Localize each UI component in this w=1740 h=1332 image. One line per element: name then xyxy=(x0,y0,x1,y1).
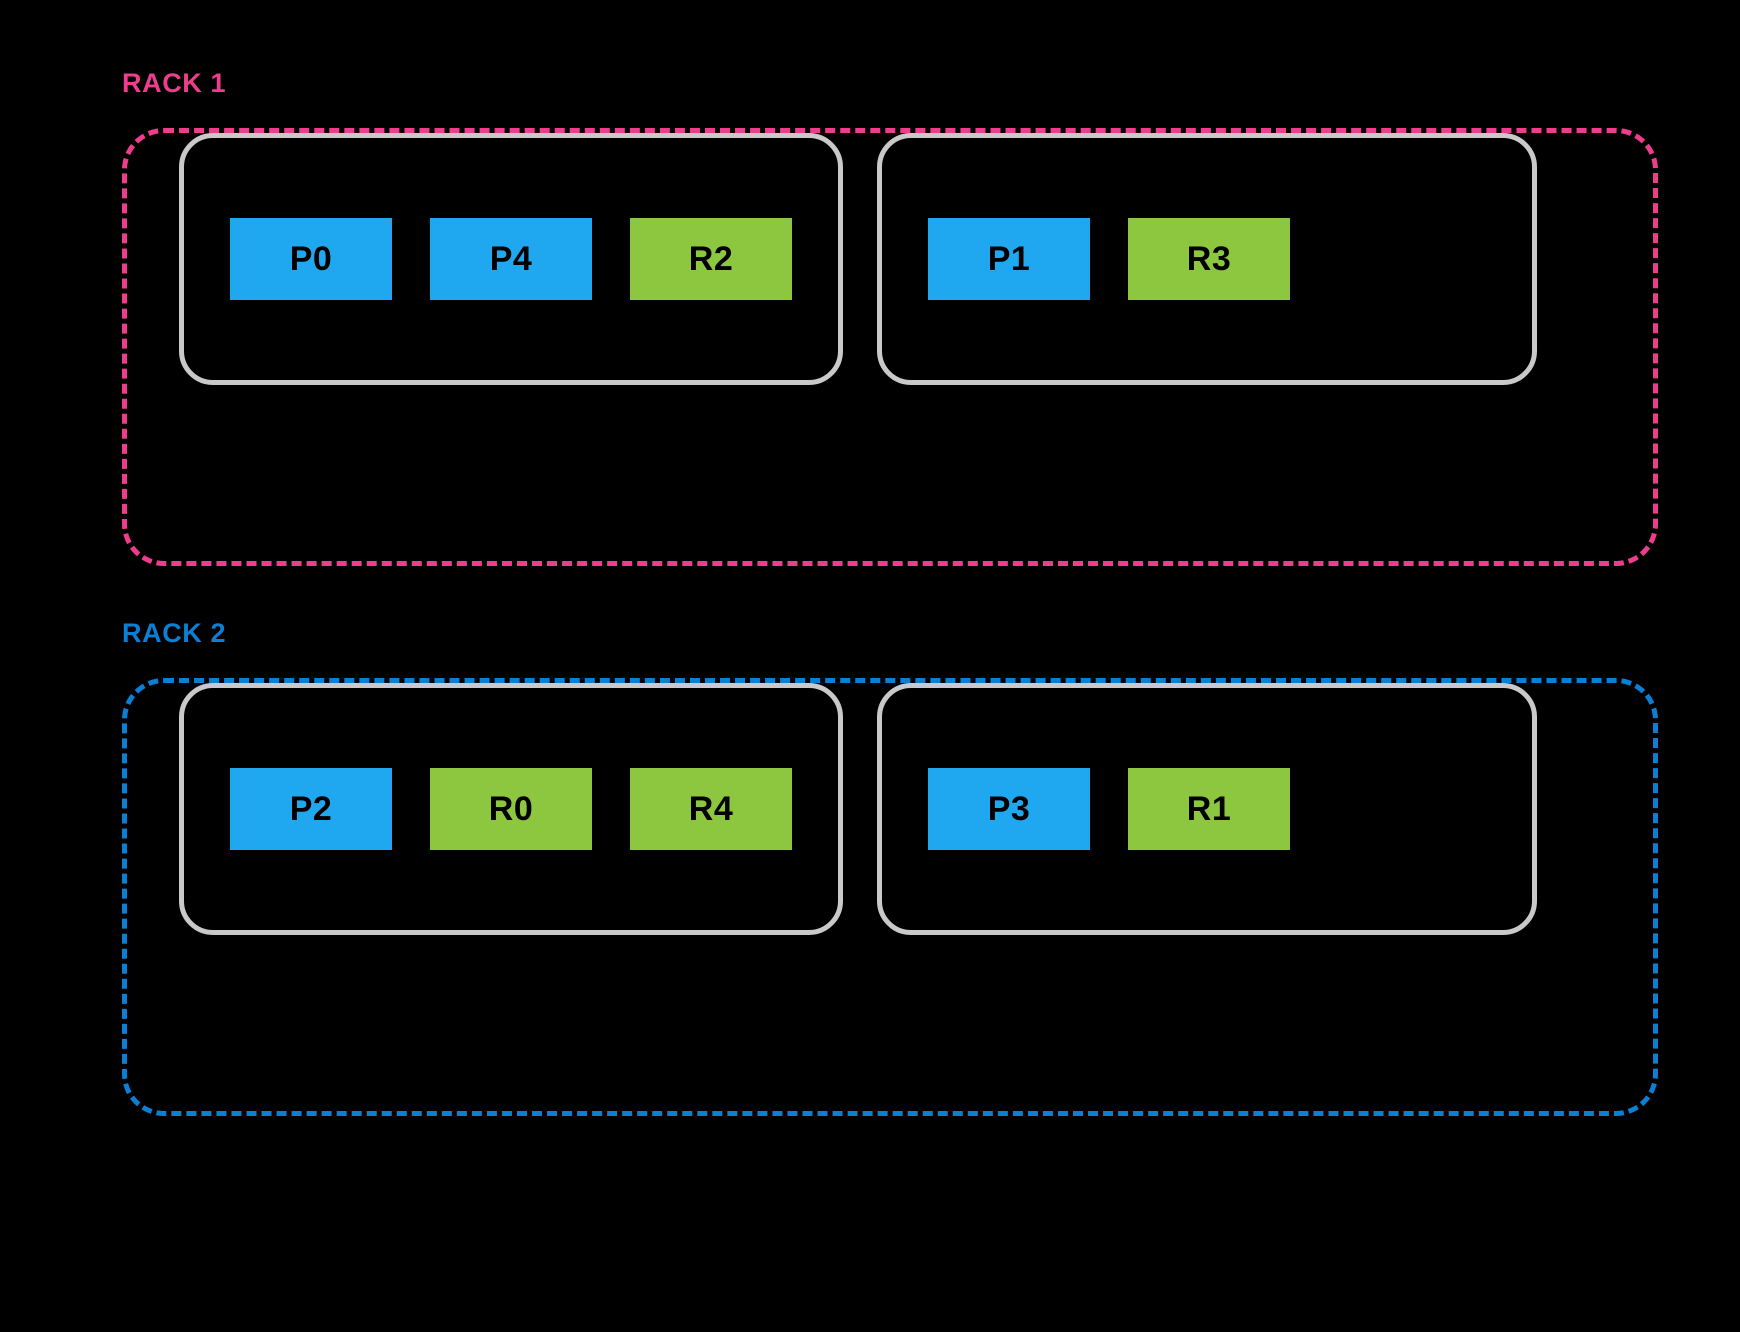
rack-label-1: RACK 1 xyxy=(122,68,227,98)
rack-group-2: RACK 2 P2 R0 R4 P3 R1 xyxy=(122,620,1658,1116)
broker-2-2: P3 R1 xyxy=(877,683,1537,935)
chip-label: R3 xyxy=(1186,239,1232,278)
chip-p2: P2 xyxy=(230,768,392,850)
chip-p4: P4 xyxy=(430,218,592,300)
chip-r1: R1 xyxy=(1128,768,1290,850)
rack-group-1: RACK 1 P0 P4 R2 P1 R3 xyxy=(122,70,1658,566)
chip-label: R0 xyxy=(488,789,534,828)
chip-label: P4 xyxy=(489,239,533,278)
chip-p0: P0 xyxy=(230,218,392,300)
broker-2-1: P2 R0 R4 xyxy=(179,683,843,935)
chip-p1: P1 xyxy=(928,218,1090,300)
chip-label: R4 xyxy=(688,789,734,828)
chip-label: R1 xyxy=(1186,789,1232,828)
chip-p3: P3 xyxy=(928,768,1090,850)
rack-boundary-1: P0 P4 R2 P1 R3 xyxy=(122,128,1658,566)
broker-1-1: P0 P4 R2 xyxy=(179,133,843,385)
chip-r2: R2 xyxy=(630,218,792,300)
chip-label: P2 xyxy=(289,789,333,828)
chip-label: P3 xyxy=(987,789,1031,828)
rack-boundary-2: P2 R0 R4 P3 R1 xyxy=(122,678,1658,1116)
chip-label: P0 xyxy=(289,239,333,278)
chip-label: R2 xyxy=(688,239,734,278)
chip-label: P1 xyxy=(987,239,1031,278)
chip-r0: R0 xyxy=(430,768,592,850)
rack-label-2: RACK 2 xyxy=(122,618,227,648)
chip-r3: R3 xyxy=(1128,218,1290,300)
chip-r4: R4 xyxy=(630,768,792,850)
broker-1-2: P1 R3 xyxy=(877,133,1537,385)
